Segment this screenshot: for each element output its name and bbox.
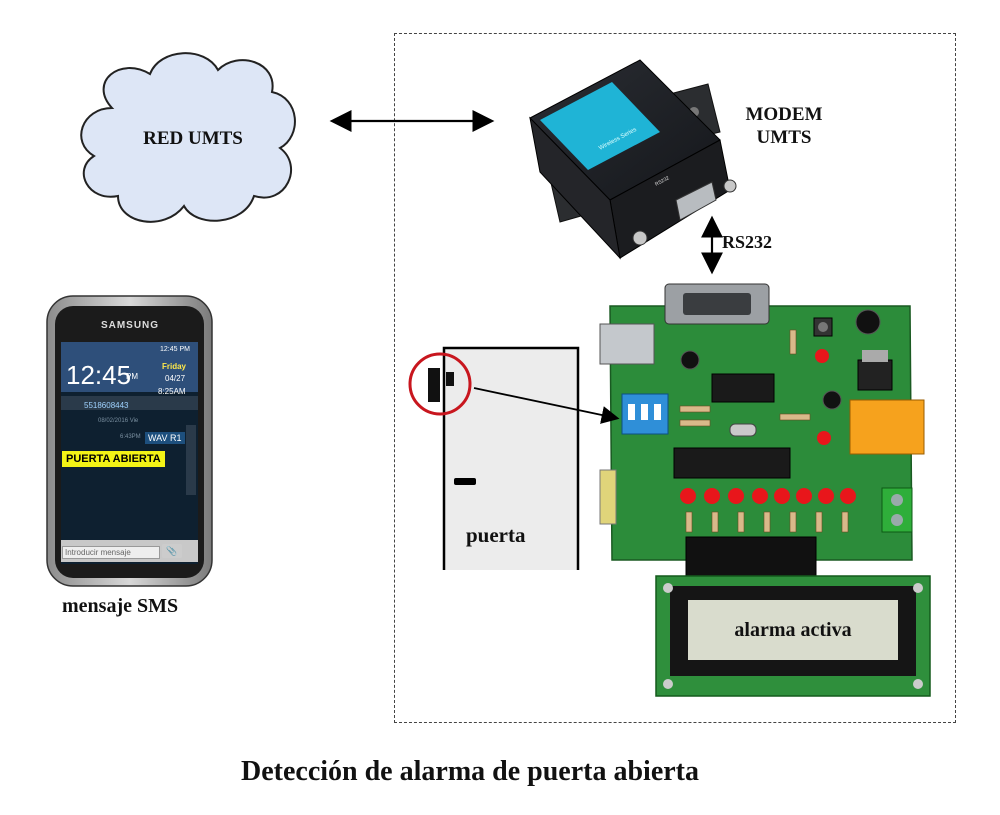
lcd-module [655,575,931,697]
phone-thread-date: 08/02/2016 Vie [98,418,139,424]
system-boundary [394,33,956,723]
umts-cloud [80,52,296,223]
rs232-label: RS232 [722,232,773,252]
door-sensor-magnet [428,368,440,402]
phone-message-time: 6:43PM [120,434,141,440]
figure-caption: Detección de alarma de puerta abierta [241,756,699,787]
phone-reply-bubble: WAV R1 [145,432,185,444]
sensor-highlight-circle [408,352,472,416]
phone-time-secondary: 8:25AM [158,387,186,396]
cloud-label: RED UMTS [143,128,243,149]
door [408,346,580,570]
relay [849,399,925,455]
phone-day: Friday [162,362,187,371]
mobile-phone [46,295,213,587]
cloud-shape [80,52,296,223]
sensor-arrow [473,387,620,424]
phone-clock: 12:45 [66,360,132,390]
door-label: puerta [466,523,526,547]
phone-brand: SAMSUNG [100,320,160,331]
lcd-header [685,536,817,578]
led-row [680,488,856,504]
phone-contact-number: 5518608443 [84,401,129,410]
usb-connector [599,323,655,365]
paperclip-icon[interactable]: 📎 [162,544,182,558]
phone-alert-message: PUERTA ABIERTA [62,451,165,467]
door-handle [454,478,476,485]
pcb-board [599,283,925,578]
lcd-text: alarma activa [734,619,852,641]
lcd-screen [688,600,898,660]
modem-device: Wireless Series RS232 [529,59,737,260]
ic-chip-small [711,373,775,403]
modem-label: MODEM UMTS [736,103,832,149]
phone-message-input[interactable]: Introducir mensaje [62,546,160,559]
modem-label-line1: MODEM [745,104,823,125]
ic-chip-micro [673,447,791,479]
phone-date: 04/27 [165,374,186,383]
phone-status-time: 12:45 PM [160,346,190,353]
phone-ampm: PM [126,372,138,381]
modem-label-line2: UMTS [756,127,812,148]
sms-label: mensaje SMS [62,595,179,617]
